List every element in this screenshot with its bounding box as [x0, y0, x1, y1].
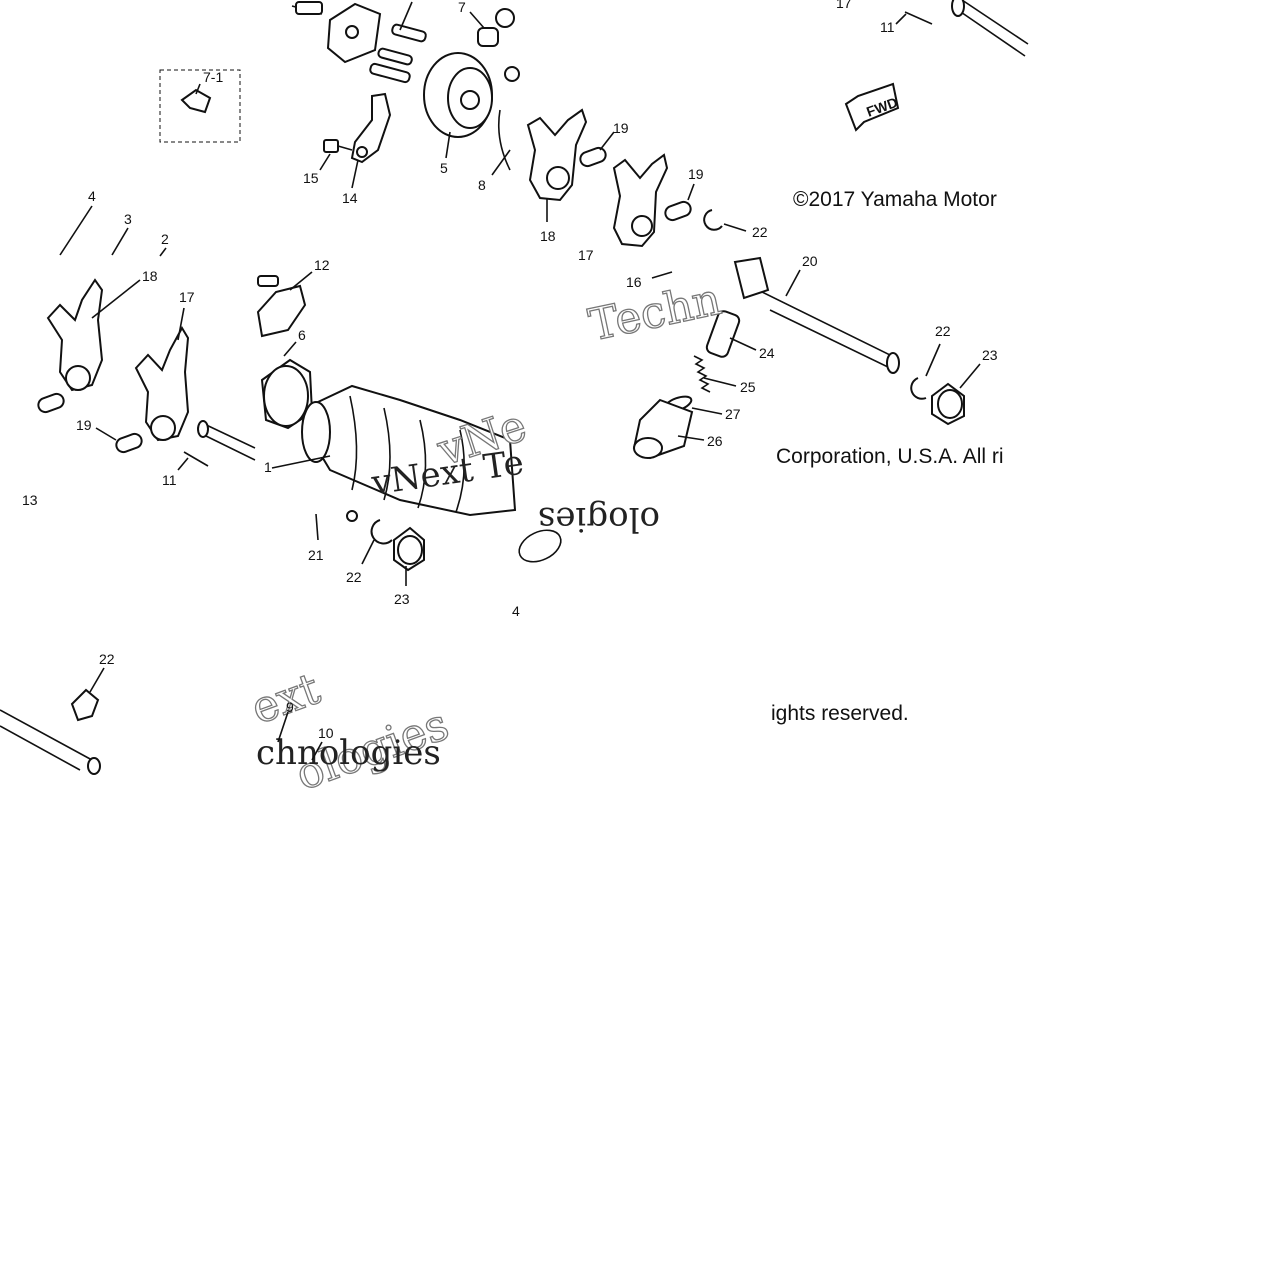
part-23-collar-lower — [393, 526, 425, 586]
part-label: 8 — [478, 177, 486, 193]
part-7-collar — [469, 11, 499, 47]
watermark-text: ologies — [538, 499, 660, 539]
watermark-text: chnologies — [256, 733, 441, 773]
part-label: 11 — [880, 19, 895, 35]
part-label: 17 — [179, 289, 195, 305]
part-label: 4 — [512, 603, 520, 619]
part-4-circlip — [518, 529, 562, 563]
part-12-plate — [256, 271, 313, 338]
part-label: 19 — [76, 417, 92, 433]
part-19-pin-left-b — [95, 427, 143, 454]
part-11-pin-left — [177, 451, 209, 471]
shift-fork-left-17 — [134, 307, 190, 442]
shift-fork-left-18 — [46, 278, 141, 392]
copyright-line-3: ights reserved. — [771, 702, 909, 725]
part-label: 16 — [626, 274, 642, 290]
part-19-pin-left-a — [37, 392, 65, 414]
inset-label: 7-1 — [203, 69, 223, 85]
shift-fork-shaft-bottom — [0, 709, 101, 775]
part-label: 21 — [308, 547, 324, 563]
part-label: 27 — [725, 406, 741, 422]
watermark-text: Techn — [585, 274, 726, 352]
shift-fork-upper-17 — [612, 153, 669, 248]
part-19-pin-upper — [579, 131, 615, 168]
part-label: 18 — [142, 268, 158, 284]
part-bolt-mid — [257, 275, 279, 287]
part-label: 23 — [394, 591, 410, 607]
part-bolt — [291, 1, 323, 15]
part-22-circlip-bottom — [70, 667, 105, 722]
part-label: 26 — [707, 433, 723, 449]
part-label: 10 — [318, 725, 334, 741]
part-label: 3 — [124, 211, 132, 227]
part-label: 23 — [982, 347, 998, 363]
shift-fork-shaft-top — [951, 0, 1029, 57]
part-label: 5 — [440, 160, 448, 176]
part-22-circlip-upper — [703, 209, 747, 232]
part-label: 2 — [161, 231, 169, 247]
part-pin-upper — [391, 23, 427, 43]
part-label: 19 — [688, 166, 704, 182]
part-14-lever — [350, 92, 392, 189]
part-label: 18 — [540, 228, 556, 244]
part-label: 19 — [613, 120, 629, 136]
part-label: 7 — [458, 0, 466, 15]
part-pin-lower — [369, 47, 413, 84]
part-24-plunger — [705, 310, 757, 358]
part-25-spring — [693, 355, 737, 393]
part-23-collar-right — [931, 363, 981, 426]
part-15-screw — [319, 139, 353, 171]
part-1-shift-drum — [271, 384, 517, 517]
part-label: 4 — [88, 188, 96, 204]
part-22-circlip-lower — [361, 519, 393, 565]
copyright-line-2: Corporation, U.S.A. All ri — [776, 445, 1004, 468]
part-label: 15 — [303, 170, 319, 186]
part-label: 14 — [342, 190, 358, 206]
part-label: 25 — [740, 379, 756, 395]
part-label: 22 — [99, 651, 115, 667]
part-label: 22 — [935, 323, 951, 339]
part-label: 24 — [759, 345, 775, 361]
part-label: 20 — [802, 253, 818, 269]
part-label: 22 — [752, 224, 768, 240]
part-11-pin-top — [895, 11, 933, 25]
part-label: 13 — [22, 492, 38, 508]
part-fork-partial-16 — [651, 256, 770, 300]
part-label: 17 — [578, 247, 594, 263]
diagram-tile-top-left: 7 5 14 15 8 — [291, 0, 520, 206]
part-5-shift-cam-segment — [423, 52, 493, 159]
shift-fork-shaft-left — [197, 420, 256, 461]
part-label: 6 — [298, 327, 306, 343]
fwd-arrow: FWD — [844, 82, 900, 132]
part-26-plug-bolt — [632, 398, 705, 460]
inset-7-1: 7-1 — [159, 69, 241, 143]
part-label: 11 — [162, 472, 177, 488]
part-label: 22 — [346, 569, 362, 585]
part-label: 12 — [314, 257, 330, 273]
part-20-shift-shaft — [761, 269, 900, 374]
copyright-line-1: ©2017 Yamaha Motor — [793, 188, 997, 211]
part-label: 17 — [836, 0, 852, 11]
shift-fork-upper-18 — [526, 108, 588, 222]
part-label: 9 — [286, 699, 294, 715]
part-22-circlip-right — [910, 343, 941, 400]
part-19-pin-mid — [664, 183, 695, 222]
part-plate — [326, 2, 382, 64]
part-label: 1 — [264, 459, 272, 475]
